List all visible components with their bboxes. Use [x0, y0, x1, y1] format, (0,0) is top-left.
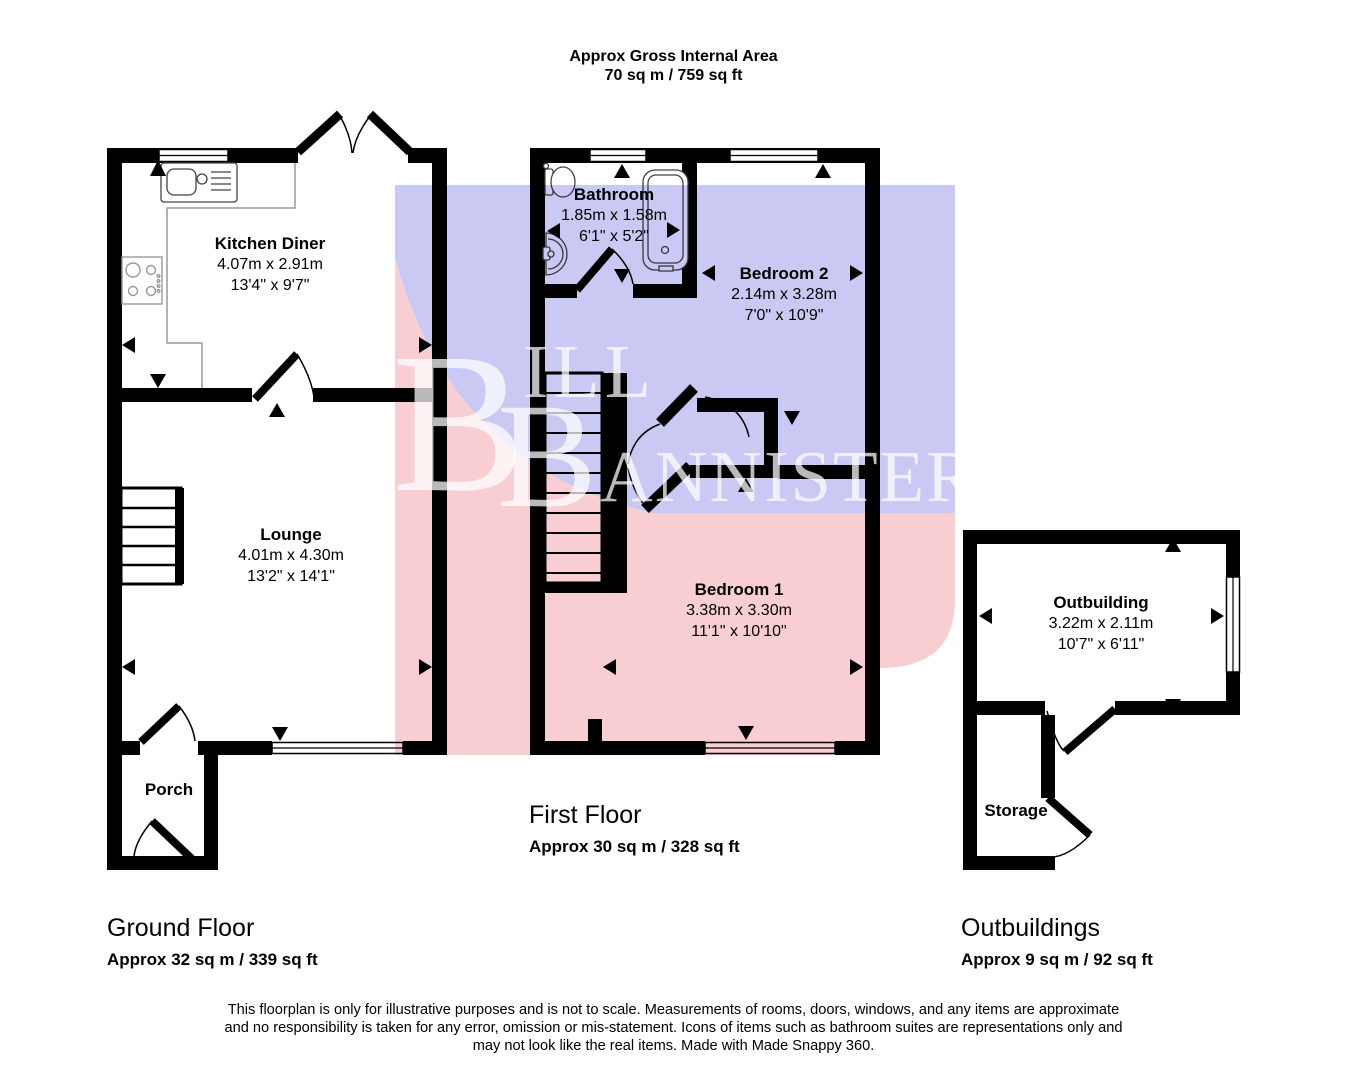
- lounge-window: [271, 741, 404, 755]
- section-outbuildings: Outbuildings Approx 9 sq m / 92 sq ft: [961, 914, 1153, 970]
- room-label-bedroom1: Bedroom 1 3.38m x 3.30m 11'1" x 10'10": [686, 579, 792, 642]
- room-metric: 3.22m x 2.11m: [1048, 615, 1154, 632]
- measure-arrow: [1211, 608, 1224, 624]
- disclaimer: This floorplan is only for illustrative …: [0, 1001, 1347, 1056]
- measure-arrow: [979, 608, 992, 624]
- section-ground-floor: Ground Floor Approx 32 sq m / 339 sq ft: [107, 914, 318, 970]
- room-label-kitchen: Kitchen Diner 4.07m x 2.91m 13'4" x 9'7": [215, 233, 326, 296]
- kitchen-door-icon: [252, 351, 315, 402]
- room-label-porch: Porch: [145, 779, 193, 800]
- room-imperial: 11'1" x 10'10": [691, 623, 787, 640]
- outbuilding-door-icon: [1046, 705, 1118, 756]
- room-imperial: 13'4" x 9'7": [230, 277, 310, 294]
- disclaimer-line1: This floorplan is only for illustrative …: [227, 1002, 1120, 1018]
- measure-arrow: [122, 659, 135, 675]
- measure-arrow: [614, 269, 630, 283]
- kitchen-window: [158, 148, 229, 163]
- room-imperial: 7'0" x 10'9": [744, 307, 824, 324]
- measure-arrow: [1165, 538, 1181, 552]
- outbuildings-plan: [963, 530, 1241, 870]
- measure-arrow: [1165, 699, 1181, 713]
- bedroom2-window: [729, 148, 819, 163]
- measure-arrow: [603, 659, 616, 675]
- room-name: Kitchen Diner: [214, 234, 326, 253]
- french-doors-icon: [294, 110, 414, 156]
- measure-arrow: [815, 164, 831, 178]
- measure-arrow: [850, 659, 863, 675]
- room-name: Bathroom: [573, 185, 655, 204]
- room-label-bathroom: Bathroom 1.85m x 1.58m 6'1" x 5'2": [561, 184, 667, 247]
- disclaimer-line2: and no responsibility is taken for any e…: [224, 1020, 1123, 1037]
- section-area: Approx 30 sq m / 328 sq ft: [529, 837, 740, 856]
- room-label-storage: Storage: [984, 800, 1047, 821]
- section-area: Approx 9 sq m / 92 sq ft: [961, 950, 1153, 969]
- measure-arrow: [614, 164, 630, 178]
- disclaimer-line3: may not look like the real items. Made w…: [472, 1038, 875, 1055]
- measure-arrow: [738, 478, 754, 492]
- ground-floor-plan: [107, 110, 447, 870]
- room-metric: 1.85m x 1.58m: [561, 207, 667, 224]
- room-label-outbuilding: Outbuilding 3.22m x 2.11m 10'7" x 6'11": [1049, 592, 1154, 655]
- room-name: Lounge: [260, 525, 322, 544]
- porch-bottom-door-icon: [133, 818, 195, 862]
- room-name: Storage: [984, 801, 1048, 820]
- room-label-bedroom2: Bedroom 2 2.14m x 3.28m 7'0" x 10'9": [731, 263, 837, 326]
- room-metric: 4.01m x 4.30m: [238, 547, 344, 564]
- measure-arrow: [419, 337, 432, 353]
- measure-arrow: [150, 160, 166, 176]
- kitchen-counter: [166, 163, 296, 388]
- measure-arrow: [150, 374, 166, 388]
- section-title: First Floor: [529, 801, 642, 829]
- room-metric: 2.14m x 3.28m: [731, 286, 837, 303]
- room-imperial: 10'7" x 6'11": [1057, 636, 1145, 653]
- measure-arrow: [122, 337, 135, 353]
- hob-icon: [121, 256, 163, 305]
- outbuilding-window: [1225, 576, 1241, 673]
- room-imperial: 6'1" x 5'2": [579, 228, 649, 245]
- sink-icon: [160, 162, 238, 203]
- measure-arrow: [269, 403, 285, 417]
- measure-arrow: [702, 265, 715, 281]
- section-area: Approx 32 sq m / 339 sq ft: [107, 950, 318, 969]
- room-imperial: 13'2" x 14'1": [247, 568, 335, 585]
- room-metric: 3.38m x 3.30m: [686, 602, 792, 619]
- measure-arrow: [738, 726, 754, 740]
- page-title: Approx Gross Internal Area 70 sq m / 759…: [569, 47, 777, 85]
- section-title: Ground Floor: [107, 914, 255, 942]
- room-label-lounge: Lounge 4.01m x 4.30m 13'2" x 14'1": [238, 524, 344, 587]
- title-line2: 70 sq m / 759 sq ft: [604, 67, 743, 84]
- measure-arrow: [419, 659, 432, 675]
- measure-arrow: [850, 265, 863, 281]
- room-name: Porch: [144, 780, 194, 799]
- measure-arrow: [272, 727, 288, 741]
- room-name: Outbuilding: [1053, 593, 1149, 612]
- room-metric: 4.07m x 2.91m: [217, 256, 323, 273]
- room-name: Bedroom 2: [739, 264, 829, 283]
- measure-arrow: [784, 411, 800, 425]
- title-line1: Approx Gross Internal Area: [569, 48, 778, 65]
- section-title: Outbuildings: [961, 914, 1100, 942]
- section-first-floor: First Floor Approx 30 sq m / 328 sq ft: [529, 801, 740, 857]
- bathroom-window: [589, 148, 647, 163]
- outbuilding-measure-arrows: [979, 538, 1224, 713]
- first-floor-stairs: [543, 371, 604, 585]
- storage-door-icon: [1045, 794, 1093, 858]
- room-name: Bedroom 1: [694, 580, 784, 599]
- bedroom1-window: [704, 741, 836, 755]
- porch-top-door-icon: [138, 703, 196, 745]
- outbuilding-walls: [963, 530, 1240, 870]
- ground-floor-stairs: [119, 486, 184, 586]
